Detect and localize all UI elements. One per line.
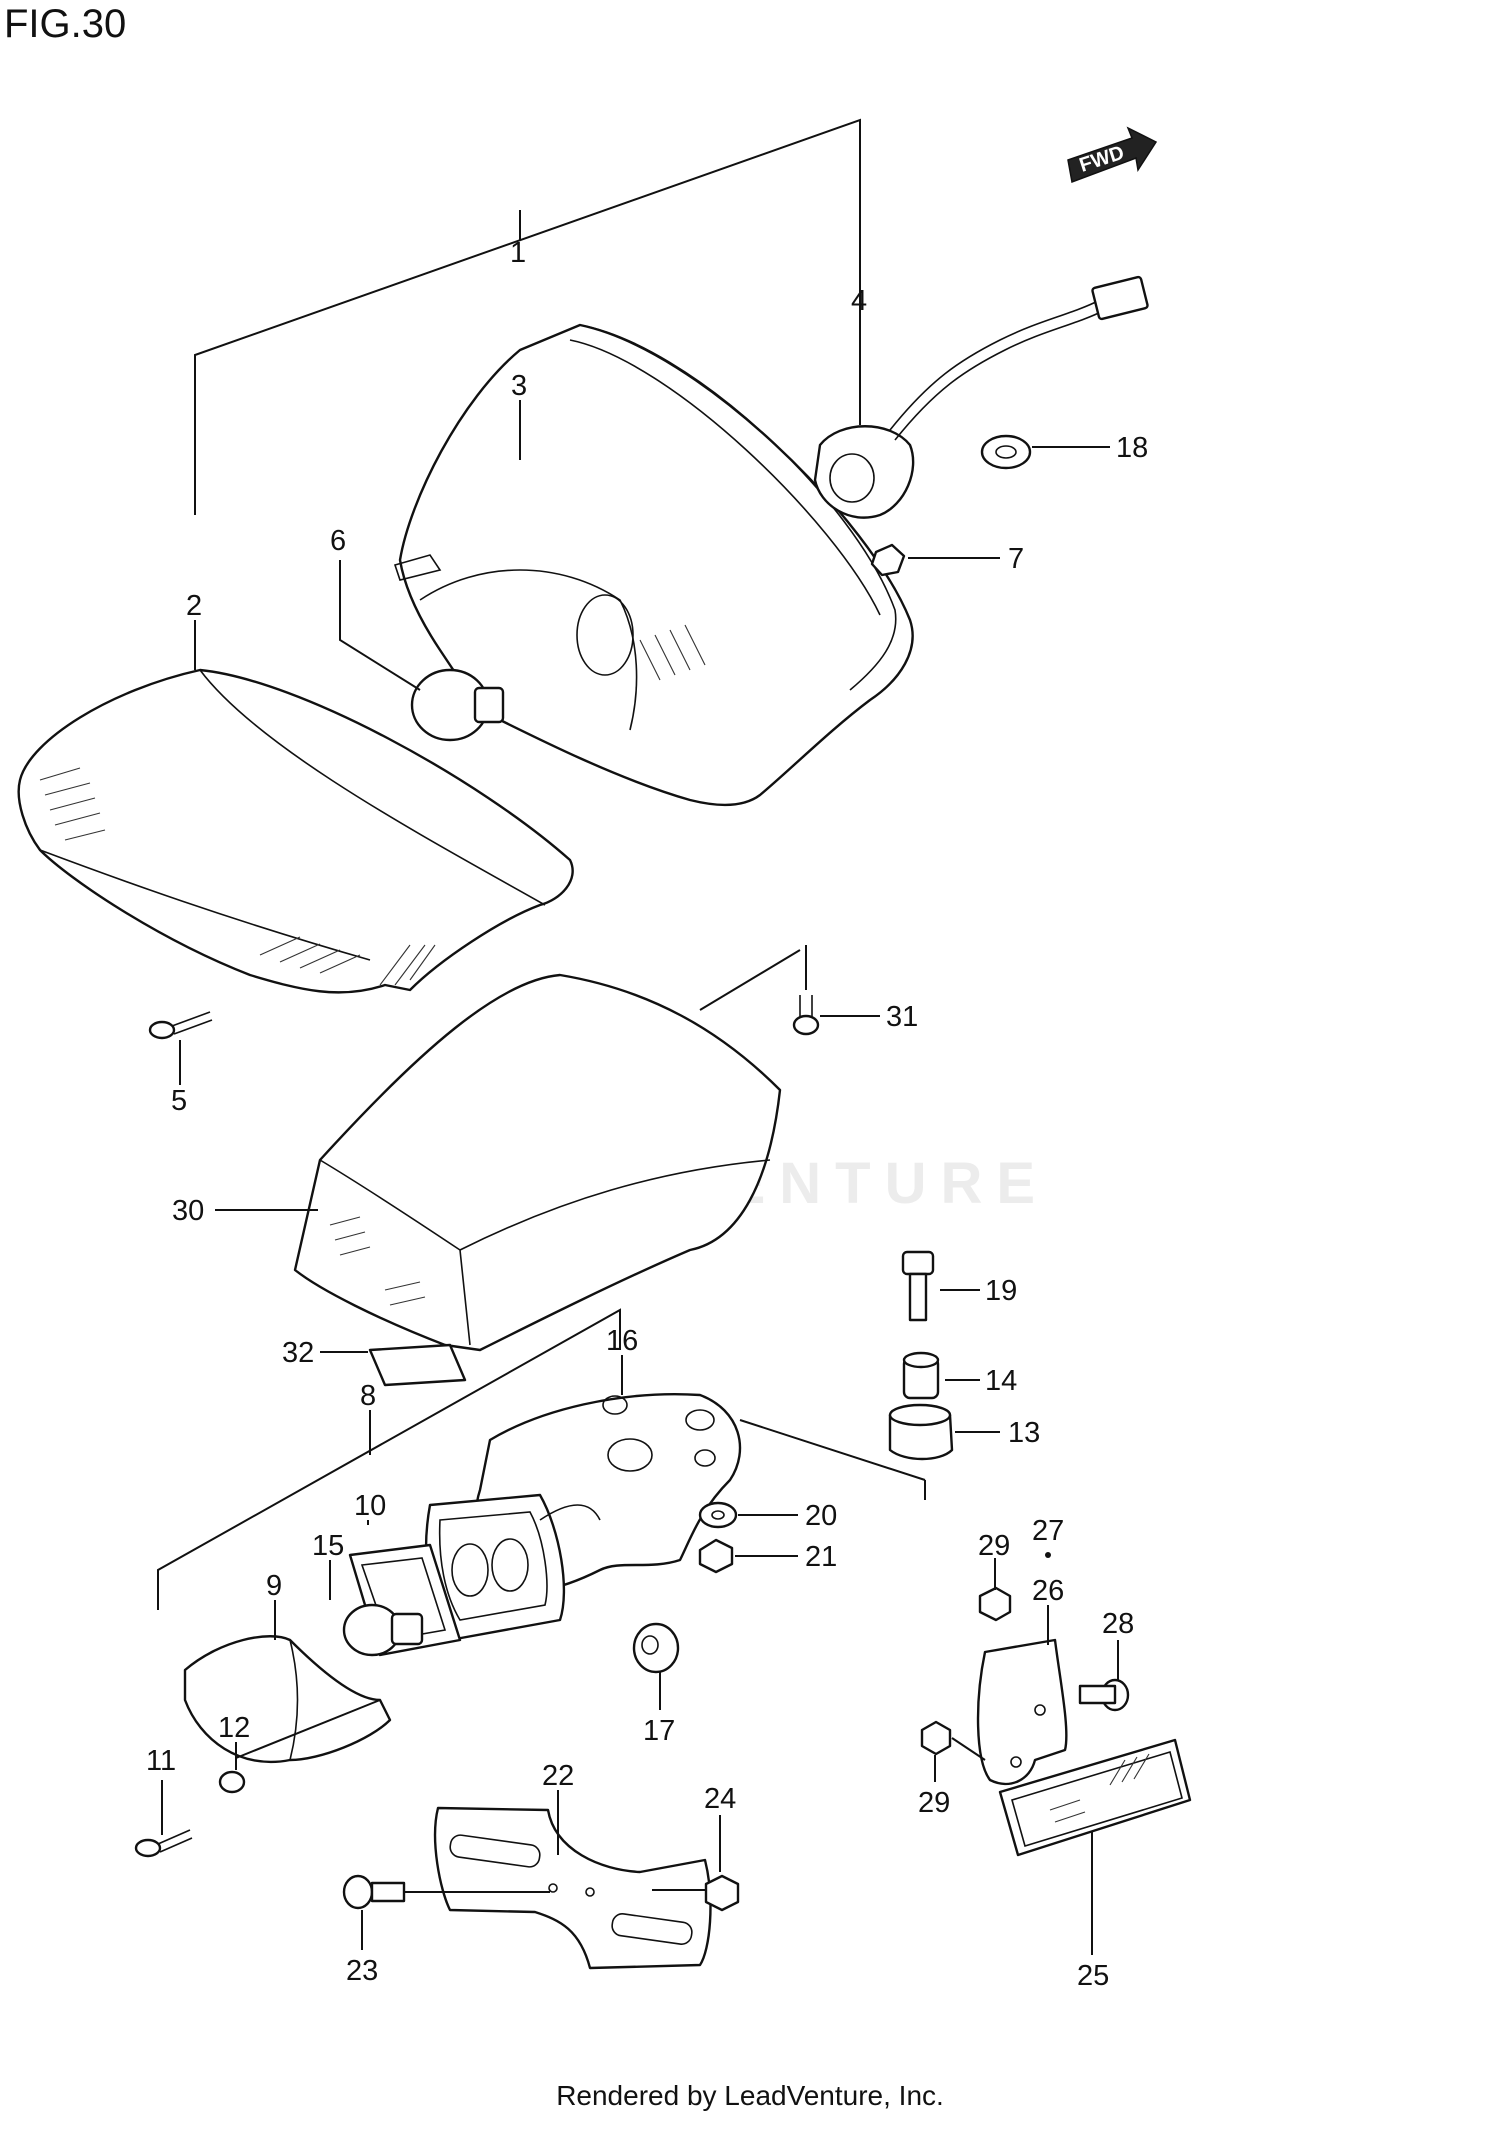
label-part-16: 16 xyxy=(606,1325,638,1357)
label-part-20: 20 xyxy=(805,1500,837,1532)
part-20-washer xyxy=(698,1501,738,1529)
part-29-nut-lower xyxy=(920,1720,952,1756)
label-part-25: 25 xyxy=(1077,1960,1109,1992)
label-part-2: 2 xyxy=(186,590,202,622)
label-part-30: 30 xyxy=(172,1195,204,1227)
part-3-housing xyxy=(393,323,914,807)
part-17-grommet xyxy=(632,1622,680,1674)
label-part-14: 14 xyxy=(985,1365,1017,1397)
part-22-bracket xyxy=(433,1806,712,1970)
part-31-screw xyxy=(792,995,820,1036)
part-23-screw xyxy=(342,1874,406,1910)
label-part-31: 31 xyxy=(886,1001,918,1033)
label-part-5: 5 xyxy=(171,1085,187,1117)
label-part-4: 4 xyxy=(851,285,867,317)
label-part-17: 17 xyxy=(643,1715,675,1747)
part-32-pad xyxy=(368,1343,467,1387)
part-6-bulb xyxy=(410,668,505,742)
label-part-11: 11 xyxy=(146,1745,176,1777)
label-part-26: 26 xyxy=(1032,1575,1064,1607)
part-24-nut xyxy=(704,1874,740,1912)
label-part-12: 12 xyxy=(218,1712,250,1744)
part-26-bracket xyxy=(976,1638,1068,1786)
part-30-cover xyxy=(293,973,782,1352)
label-27-dot xyxy=(1045,1552,1051,1558)
part-25-reflector xyxy=(998,1738,1192,1857)
label-part-8: 8 xyxy=(360,1380,376,1412)
part-2-lens xyxy=(17,668,574,994)
label-part-24: 24 xyxy=(704,1783,736,1815)
part-12-washer xyxy=(218,1770,246,1794)
part-13-cushion xyxy=(888,1403,954,1461)
fwd-arrow-icon: FWD xyxy=(1067,126,1158,184)
label-part-28: 28 xyxy=(1102,1608,1134,1640)
part-19-bolt xyxy=(901,1250,935,1322)
part-21-nut xyxy=(698,1538,734,1574)
label-part-21: 21 xyxy=(805,1541,837,1573)
label-part-6: 6 xyxy=(330,525,346,557)
label-part-29-upper: 29 xyxy=(978,1530,1010,1562)
label-part-15: 15 xyxy=(312,1530,344,1562)
label-part-1: 1 xyxy=(510,237,526,269)
label-part-10: 10 xyxy=(354,1490,386,1522)
label-part-29-lower: 29 xyxy=(918,1787,950,1819)
label-part-27: 27 xyxy=(1032,1515,1064,1547)
label-part-3: 3 xyxy=(511,370,527,402)
part-7-nut xyxy=(870,543,906,577)
part-29-nut-upper xyxy=(978,1586,1012,1622)
label-part-18: 18 xyxy=(1116,432,1148,464)
label-part-23: 23 xyxy=(346,1955,378,1987)
footer-credit: Rendered by LeadVenture, Inc. xyxy=(556,2080,944,2111)
part-18-grommet xyxy=(980,434,1032,470)
label-part-19: 19 xyxy=(985,1275,1017,1307)
label-part-22: 22 xyxy=(542,1760,574,1792)
part-28-bolt xyxy=(1078,1678,1130,1712)
label-part-32: 32 xyxy=(282,1337,314,1369)
part-5-screw xyxy=(148,1011,213,1040)
part-15-bulb-gasket xyxy=(342,1543,462,1657)
label-part-9: 9 xyxy=(266,1570,282,1602)
part-9-lens xyxy=(183,1635,392,1764)
part-10-lamp-body xyxy=(424,1493,601,1642)
part-11-screw xyxy=(134,1829,193,1858)
part-4-socket-harness xyxy=(813,275,1149,519)
assembly-bracket-8 xyxy=(157,1308,621,1610)
figure-title: FIG.30 xyxy=(4,2,127,46)
assembly-bracket-1 xyxy=(194,118,861,515)
label-part-7: 7 xyxy=(1008,543,1024,575)
label-part-13: 13 xyxy=(1008,1417,1040,1449)
part-14-collar xyxy=(902,1351,940,1400)
